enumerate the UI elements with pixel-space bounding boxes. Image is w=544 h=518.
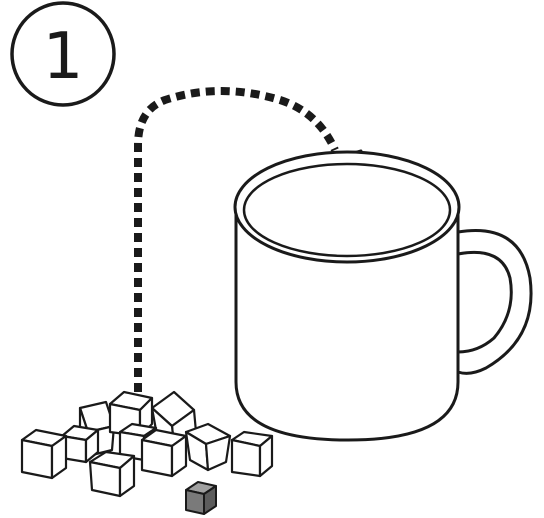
sugar-cube [20,428,68,480]
step-circle [10,1,116,107]
sugar-cube [184,422,232,472]
sugar-cube [88,450,136,498]
step-badge: 1 [10,1,116,107]
dotted-arrow-icon [134,87,339,392]
sugar-cube [60,424,100,464]
sugar-cube [140,428,188,478]
single-gray-cube-icon [185,481,217,515]
sugar-cube [230,430,274,478]
sugar-cube-pile-icon [20,390,274,498]
mug-icon [233,150,533,442]
step-number: 1 [43,20,84,94]
